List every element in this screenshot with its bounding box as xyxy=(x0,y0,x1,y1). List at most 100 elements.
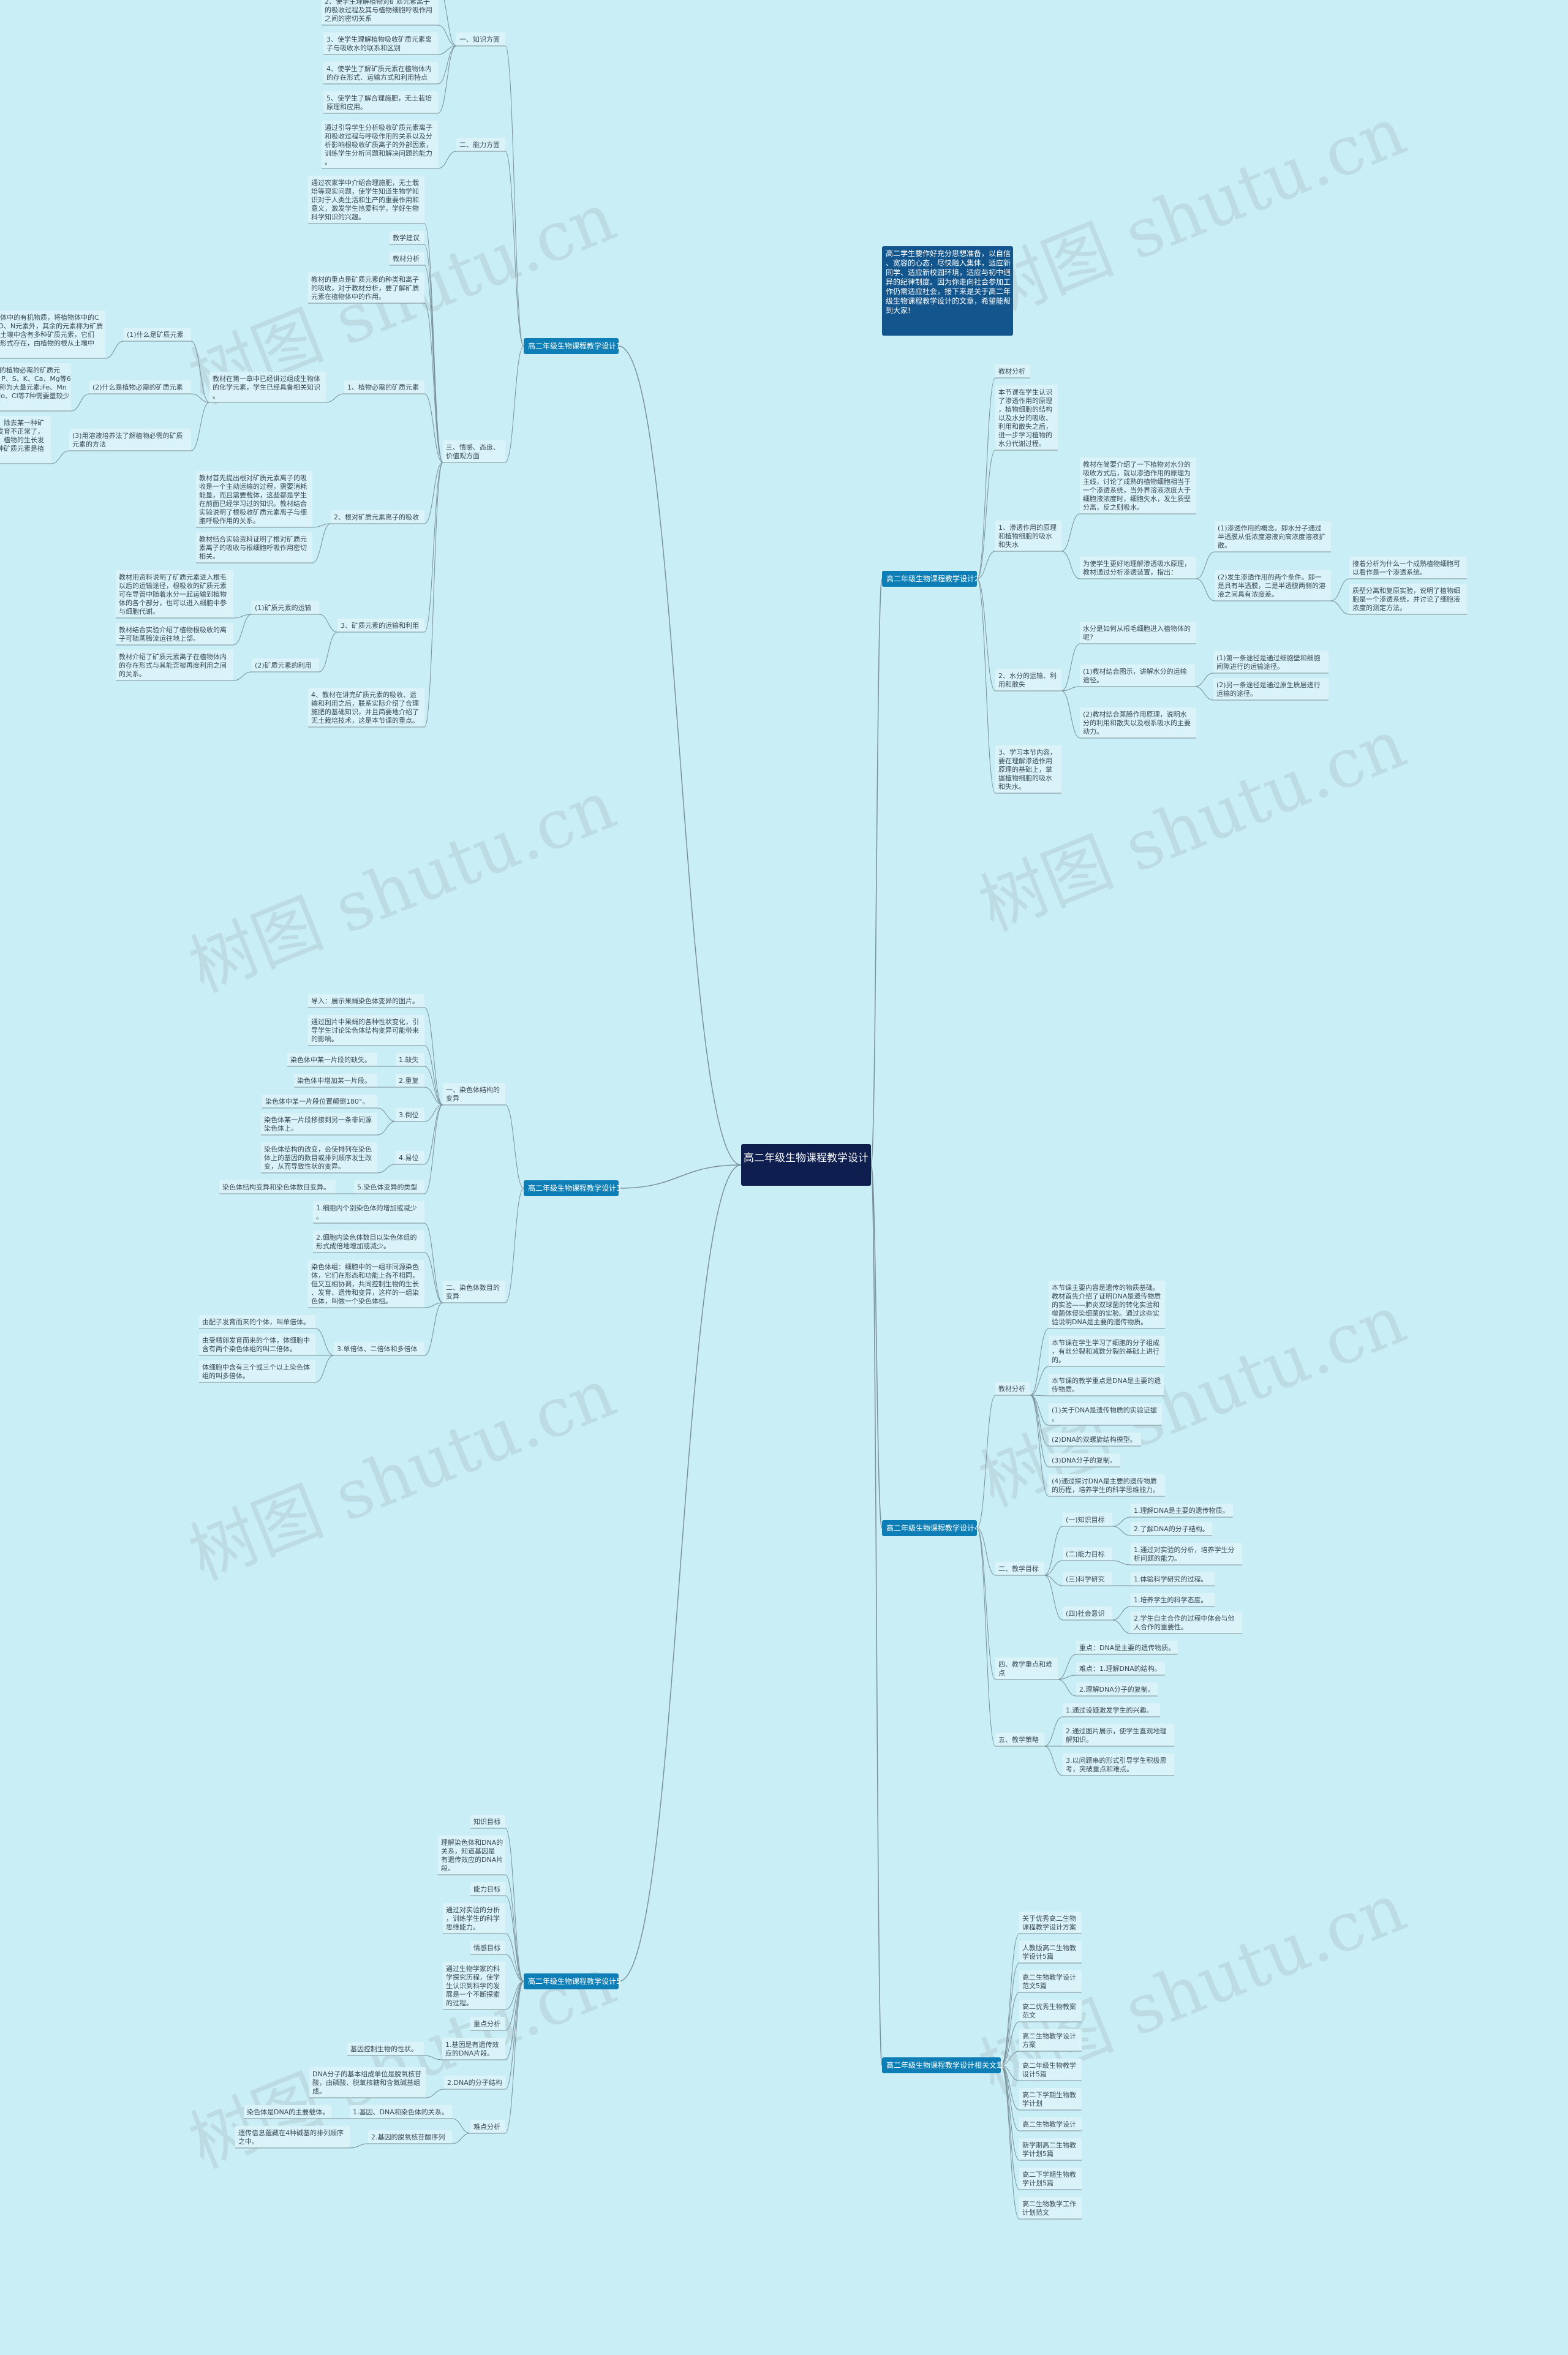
mind-map-node[interactable]: 5.染色体变异的类型 xyxy=(354,1180,424,1194)
mind-map-node[interactable]: 教学建议 xyxy=(390,231,424,245)
mind-map-node[interactable]: (1)矿质元素的运输 xyxy=(252,601,319,615)
mind-map-node[interactable]: 2、使学生理解植物对矿质元素离子的吸收过程及其与植物细胞呼吸作用之间的密切关系 xyxy=(322,0,438,26)
mind-map-node[interactable]: 高二生物教学设计 xyxy=(1019,2117,1082,2131)
mind-map-node[interactable]: 一、知识方面 xyxy=(456,32,505,47)
mind-map-node[interactable]: 染色体结构的改变，会使排列在染色体上的基因的数目或排列顺序发生改变，从而导致性状… xyxy=(261,1142,377,1174)
mind-map-node[interactable]: 难点分析 xyxy=(470,2120,505,2134)
mind-map-node[interactable]: 教材结合实验资料证明了根对矿质元素离子的吸收与根细胞呼吸作用密切相关。 xyxy=(196,532,312,563)
mind-map-node[interactable]: (一)知识目标 xyxy=(1063,1513,1112,1527)
mind-map-node[interactable]: 关于优秀高二生物课程教学设计方案 xyxy=(1019,1912,1082,1934)
mind-map-node[interactable]: 3、学习本节内容，要在理解渗透作用原理的基础上，掌握植物细胞的吸水和失水。 xyxy=(995,745,1061,794)
mind-map-node[interactable]: (1)关于DNA是遗传物质的实验证据。 xyxy=(1049,1403,1162,1426)
mind-map-node[interactable]: 染色体组：细胞中的一组非同源染色体，它们在形态和功能上各不相同，但又互相协调，共… xyxy=(308,1260,424,1308)
branch-node[interactable]: 高二年级生物课程教学设计1 xyxy=(524,338,621,354)
mind-map-node[interactable]: 二、教学目标 xyxy=(995,1562,1044,1576)
mind-map-node[interactable]: 目前，科学家确定的植物必需的矿质元素有?种，其中N、P、S、K、Ca、Mg等6种… xyxy=(0,363,71,412)
mind-map-node[interactable]: 教材介绍了矿质元素离子在植物体内的存在形式与其能否被再度利用之间的关系。 xyxy=(116,650,233,681)
mind-map-node[interactable]: 2.细胞内染色体数目以染色体组的形式成倍地增加或减少。 xyxy=(313,1230,424,1253)
mind-map-node[interactable]: 1.细胞内个别染色体的增加或减少。 xyxy=(313,1201,424,1224)
mind-map-node[interactable]: 2、水分的运输、利用和散失 xyxy=(995,669,1061,691)
mind-map-node[interactable]: (1)教材结合图示，讲解水分的运输途径。 xyxy=(1080,665,1195,687)
mind-map-node[interactable]: (1)什么是矿质元素 xyxy=(124,328,191,342)
branch-node[interactable]: 高二年级生物课程教学设计3 xyxy=(524,1180,621,1196)
mind-map-node[interactable]: 2.理解DNA分子的复制。 xyxy=(1076,1682,1158,1697)
mind-map-node[interactable]: (2)教材结合蒸腾作用原理，说明水分的利用和散失以及根系吸水的主要动力。 xyxy=(1080,707,1196,739)
mind-map-node[interactable]: (四)社会意识 xyxy=(1063,1607,1112,1621)
mind-map-node[interactable]: 染色体中增加某一片段。 xyxy=(294,1074,377,1088)
mind-map-node[interactable]: 1.通过对实验的分析，培养学生分析问题的能力。 xyxy=(1131,1543,1242,1566)
mind-map-node[interactable]: (2)另一条途径是通过原生质层进行运输的途径。 xyxy=(1213,678,1329,701)
mind-map-node[interactable]: 本节课主要内容是遗传的物质基础。教材首先介绍了证明DNA是遗传物质的实验——肺炎… xyxy=(1049,1281,1165,1329)
mind-map-node[interactable]: 通过引导学生分析吸收矿质元素离子和吸收过程与呼吸作用的关系以及分析影响根吸收矿质… xyxy=(322,121,438,169)
mind-map-node[interactable]: 高二生物教学设计方案 xyxy=(1019,2029,1082,2052)
mind-map-node[interactable]: 1、渗透作用的原理和植物细胞的吸水和失水 xyxy=(995,521,1061,552)
mind-map-node[interactable]: 教材的重点是矿质元素的种类和离子的吸收，对于教材分析，要了解矿质元素在植物体中的… xyxy=(308,273,424,304)
mind-map-node[interactable]: 水分是如何从根毛细胞进入植物体的呢? xyxy=(1080,622,1196,644)
mind-map-node[interactable]: 1.缺失 xyxy=(396,1053,424,1067)
mind-map-node[interactable]: 为使学生更好地理解渗透吸水原理，教材通过分析渗透装置，指出： xyxy=(1080,557,1196,579)
mind-map-node[interactable]: (2)什么是植物必需的矿质元素 xyxy=(89,380,191,394)
mind-map-node[interactable]: (3)DNA分子的复制。 xyxy=(1049,1453,1120,1468)
mind-map-node[interactable]: DNA分子的基本组成单位是脱氧核苷酸，由磷酸、脱氧核糖和含氮碱基组成。 xyxy=(309,2067,426,2098)
mind-map-node[interactable]: 五、教学策略 xyxy=(995,1733,1044,1747)
mind-map-node[interactable]: 一、染色体结构的变异 xyxy=(443,1083,505,1106)
mind-map-node[interactable]: 接着分析为什么一个成熟植物细胞可以看作是一个渗透系统。 xyxy=(1349,557,1467,579)
mind-map-node[interactable]: 教材分析 xyxy=(995,1382,1030,1396)
mind-map-node[interactable]: 在人工配制的营养液中，除去某一种矿质元素后，植物的生长发育不正常了，而补充这种矿… xyxy=(0,416,51,464)
mind-map-node[interactable]: 新学期高二生物教学计划5篇 xyxy=(1019,2138,1082,2161)
mind-map-node[interactable]: 本节课在学生学习了细胞的分子组成，有丝分裂和减数分裂的基础上进行的。 xyxy=(1049,1336,1165,1367)
mind-map-node[interactable]: 高二下学期生物教学计划 xyxy=(1019,2088,1082,2111)
branch-node[interactable]: 高二年级生物课程教学设计4 xyxy=(882,1520,979,1536)
mind-map-node[interactable]: 能力目标 xyxy=(470,1882,505,1896)
mind-map-node[interactable]: 1、植物必需的矿质元素 xyxy=(344,380,424,394)
mind-map-node[interactable]: 教材结合实验介绍了植物根吸收的离子可随蒸腾流运往地上部。 xyxy=(116,623,233,646)
mind-map-node[interactable]: 2.重复 xyxy=(396,1074,424,1088)
mind-map-node[interactable]: 三、情感、态度、价值观方面 xyxy=(443,440,505,463)
mind-map-node[interactable]: 1.理解DNA是主要的遗传物质。 xyxy=(1131,1504,1233,1518)
mind-map-node[interactable]: 高二下学期生物教学计划5篇 xyxy=(1019,2168,1082,2190)
mind-map-node[interactable]: 本节课在学生认识了渗透作用的原理，植物细胞的结构以及水分的吸收、利用和散失之后，… xyxy=(995,385,1058,451)
branch-node[interactable]: 高二年级生物课程教学设计2 xyxy=(882,571,979,587)
mind-map-node[interactable]: (2)DNA的双螺旋结构模型。 xyxy=(1049,1433,1141,1447)
mind-map-node[interactable]: 染色体中某一片段的缺失。 xyxy=(287,1053,377,1067)
mind-map-node[interactable]: 高二优秀生物教案范文 xyxy=(1019,2000,1082,2022)
mind-map-node[interactable]: 高二生物教学工作计划范文 xyxy=(1019,2197,1082,2220)
mind-map-node[interactable]: 1.通过设疑激发学生的兴趣。 xyxy=(1063,1703,1160,1717)
mind-map-node[interactable]: 通过农家学中介绍合理施肥，无土栽培等现实问题，使学生知道生物学知识对于人类生活和… xyxy=(308,176,424,224)
mind-map-node[interactable]: 高二生物教学设计范文5篇 xyxy=(1019,1970,1082,1993)
mind-map-node[interactable]: 4.易位 xyxy=(396,1151,424,1165)
mind-map-node[interactable]: 四、教学重点和难点 xyxy=(995,1657,1058,1680)
mind-map-node[interactable]: 2.DNA的分子结构 xyxy=(444,2076,505,2090)
mind-map-node[interactable]: 2.通过图片展示，使学生直观地理解知识。 xyxy=(1063,1724,1174,1747)
mind-map-node[interactable]: 1.基因是有遗传效应的DNA片段。 xyxy=(442,2038,505,2060)
mind-map-node[interactable]: (1)第一条途径是通过细胞壁和细胞间隙进行的运输途径。 xyxy=(1213,651,1329,674)
mind-map-node[interactable]: 遗传信息蕴藏在4种碱基的排列顺序之中。 xyxy=(235,2126,350,2149)
mind-map-node[interactable]: 难点：1.理解DNA的结构。 xyxy=(1076,1662,1165,1676)
mind-map-node[interactable]: 3、使学生理解植物吸收矿质元素离子与吸收水的联系和区别 xyxy=(323,32,438,55)
mind-map-node[interactable]: 2.学生自主合作的过程中体会与他人合作的重要性。 xyxy=(1131,1611,1242,1634)
mind-map-node[interactable]: 染色体是DNA的主要载体。 xyxy=(244,2105,331,2119)
mind-map-node[interactable]: (3)用溶液培养法了解植物必需的矿质元素的方法 xyxy=(69,429,191,451)
mind-map-node[interactable]: 教材首先提出根对矿质元素离子的吸收是一个主动运输的过程，需要消耗能量，而且需要载… xyxy=(196,471,312,528)
mind-map-node[interactable]: 教材分析 xyxy=(995,364,1030,379)
mind-map-node[interactable]: 高二年级生物教学设计5篇 xyxy=(1019,2059,1082,2081)
mind-map-node[interactable]: 4、教材在讲完矿质元素的吸收、运输和利用之后，联系实际介绍了合理施肥的基础知识，… xyxy=(308,688,424,728)
mind-map-node[interactable]: (2)发生渗透作用的两个条件。即一是具有半透膜，二是半透膜两侧的溶液之间具有浓度… xyxy=(1215,570,1331,601)
mind-map-node[interactable]: 2.基因的脱氧核苷酸序列 xyxy=(368,2130,452,2144)
root-node[interactable]: 高二年级生物课程教学设计 xyxy=(741,1144,871,1186)
mind-map-node[interactable]: (二)能力目标 xyxy=(1063,1547,1112,1561)
mind-map-node[interactable]: 通过生物学家的科学探究历程，使学生认识到科学的发展是一个不断探索的过程。 xyxy=(443,1962,505,2010)
mind-map-node[interactable]: 2、根对矿质元素离子的吸收 xyxy=(331,510,424,524)
mind-map-node[interactable]: 染色体中某一片段位置颠倒180°。 xyxy=(262,1095,377,1109)
mind-map-node[interactable]: 教材在简要介绍了一下植物对水分的吸收方式后，就以渗透作用的原理为主线，讨论了成熟… xyxy=(1080,458,1196,514)
mind-map-node[interactable]: 5、使学生了解合理施肥，无土栽培原理和应用。 xyxy=(323,91,438,114)
mind-map-node[interactable]: 通过图片中果蝇的各种性状变化，引导学生讨论染色体结构变异可能带来的影响。 xyxy=(308,1015,424,1046)
mind-map-node[interactable]: 1.体验科学研究的过程。 xyxy=(1131,1572,1215,1586)
mind-map-node[interactable]: 3.以问题串的形式引导学生积极思考，突破重点和难点。 xyxy=(1063,1754,1174,1776)
mind-map-node[interactable]: (三)科学研究 xyxy=(1063,1572,1112,1586)
mind-map-node[interactable]: 体细胞中含有三个或三个以上染色体组的叫多倍体。 xyxy=(199,1360,315,1383)
mind-map-node[interactable]: 本节课的教学重点是DNA是主要的遗传物质。 xyxy=(1049,1374,1164,1396)
mind-map-node[interactable]: 通过对实验的分析，训练学生的科学思维能力。 xyxy=(443,1903,505,1934)
mind-map-node[interactable]: 4、使学生了解矿质元素在植物体内的存在形式、运输方式和利用特点 xyxy=(323,62,438,85)
branch-node[interactable]: 高二年级生物课程教学设计5 xyxy=(524,1973,621,1989)
